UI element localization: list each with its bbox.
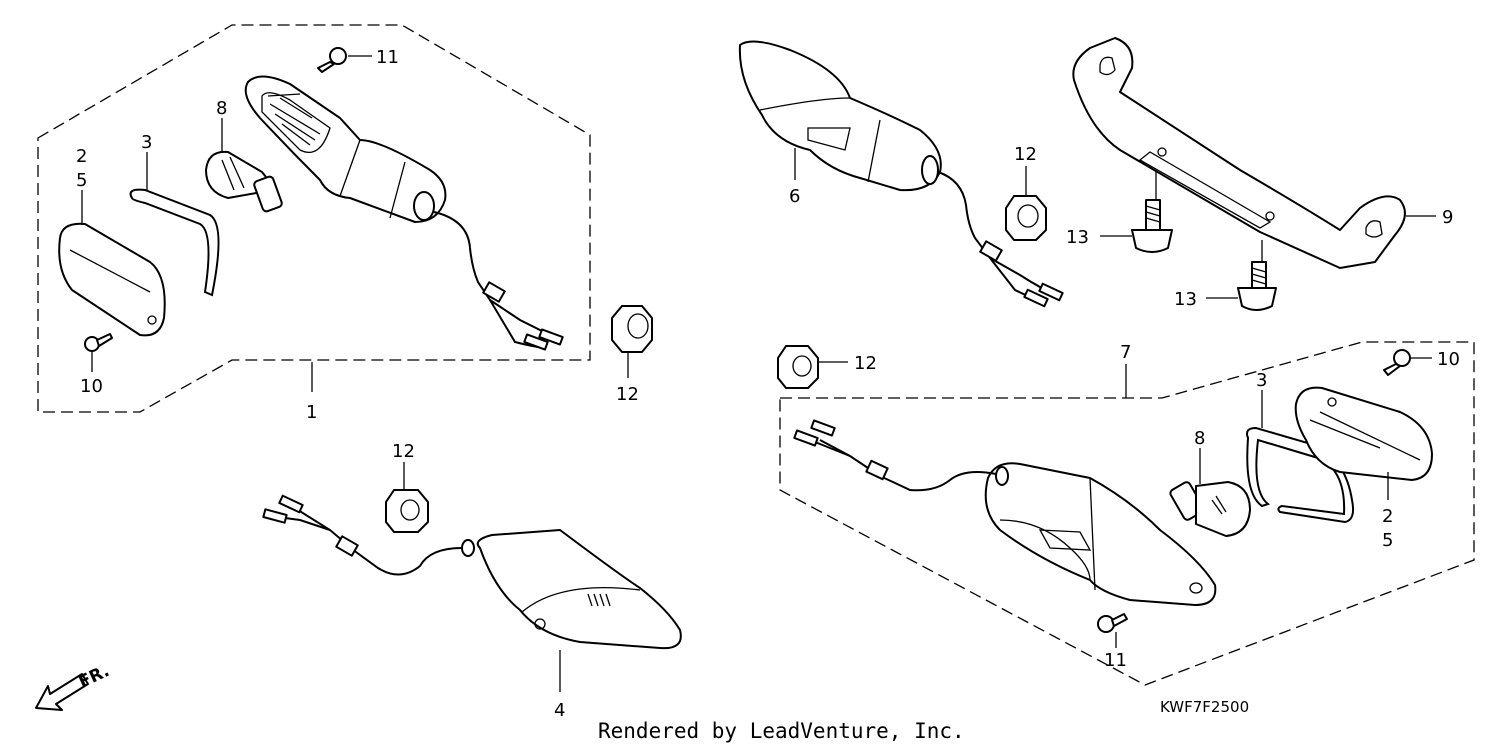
callout-13-upper: 13 (1066, 227, 1089, 248)
nut-12-d[interactable] (777, 345, 819, 389)
nut-12-c[interactable] (1005, 195, 1047, 241)
callout-3-left: 3 (141, 132, 152, 153)
callout-10-right: 10 (1437, 349, 1460, 370)
diagram-code: KWF7F2500 (1160, 698, 1249, 716)
bolt-13-upper[interactable] (1131, 199, 1173, 253)
screw-11-upper[interactable] (317, 47, 347, 73)
group-1-boundary (37, 24, 591, 413)
callout-4: 4 (554, 700, 565, 721)
callout-5-left: 5 (76, 170, 87, 191)
callout-2-left: 2 (76, 146, 87, 167)
wire-harness-4 (289, 504, 463, 576)
lens-right[interactable] (1294, 386, 1433, 481)
callout-12-b: 12 (392, 441, 415, 462)
wire-harness-6 (937, 171, 1059, 297)
callout-13-lower: 13 (1174, 289, 1197, 310)
callout-8-right: 8 (1194, 428, 1205, 449)
bulb-left[interactable] (205, 150, 283, 213)
callout-12-d: 12 (854, 353, 877, 374)
callout-9: 9 (1442, 207, 1453, 228)
front-direction-arrow: FR. (35, 661, 113, 711)
footer-credit: Rendered by LeadVenture, Inc. (598, 719, 965, 743)
group-7-boundary (779, 341, 1475, 686)
turn-signal-front-right[interactable] (244, 75, 447, 223)
callout-12-c: 12 (1014, 144, 1037, 165)
turn-signal-front-left[interactable] (738, 40, 942, 192)
screw-11-lower[interactable] (1097, 613, 1128, 633)
callout-5-right: 5 (1382, 530, 1393, 551)
callout-6: 6 (789, 186, 800, 207)
screw-10-left[interactable] (84, 333, 113, 352)
callout-11-lower: 11 (1104, 650, 1127, 671)
bulb-right[interactable] (1169, 481, 1251, 537)
screw-10-right[interactable] (1383, 349, 1411, 376)
callout-7: 7 (1120, 342, 1131, 363)
callout-2-right: 2 (1382, 506, 1393, 527)
wire-harness-7 (819, 439, 997, 492)
lens-left[interactable] (58, 222, 166, 337)
callout-1: 1 (306, 402, 317, 423)
wire-harness-1 (433, 211, 561, 341)
callout-11-upper: 11 (376, 47, 399, 68)
turn-signal-rear-right[interactable] (984, 462, 1217, 606)
callout-12-a: 12 (616, 384, 639, 405)
mounting-bracket[interactable] (1072, 37, 1406, 269)
bolt-13-lower[interactable] (1237, 261, 1277, 311)
callout-3-right: 3 (1256, 370, 1267, 391)
nut-12-a[interactable] (611, 305, 653, 353)
callout-10-left: 10 (80, 376, 103, 397)
front-direction-label: FR. (76, 661, 113, 692)
callout-8-left: 8 (216, 98, 227, 119)
turn-signal-rear-left[interactable] (461, 529, 682, 650)
gasket-left[interactable] (129, 188, 220, 297)
nut-12-b[interactable] (385, 489, 429, 533)
